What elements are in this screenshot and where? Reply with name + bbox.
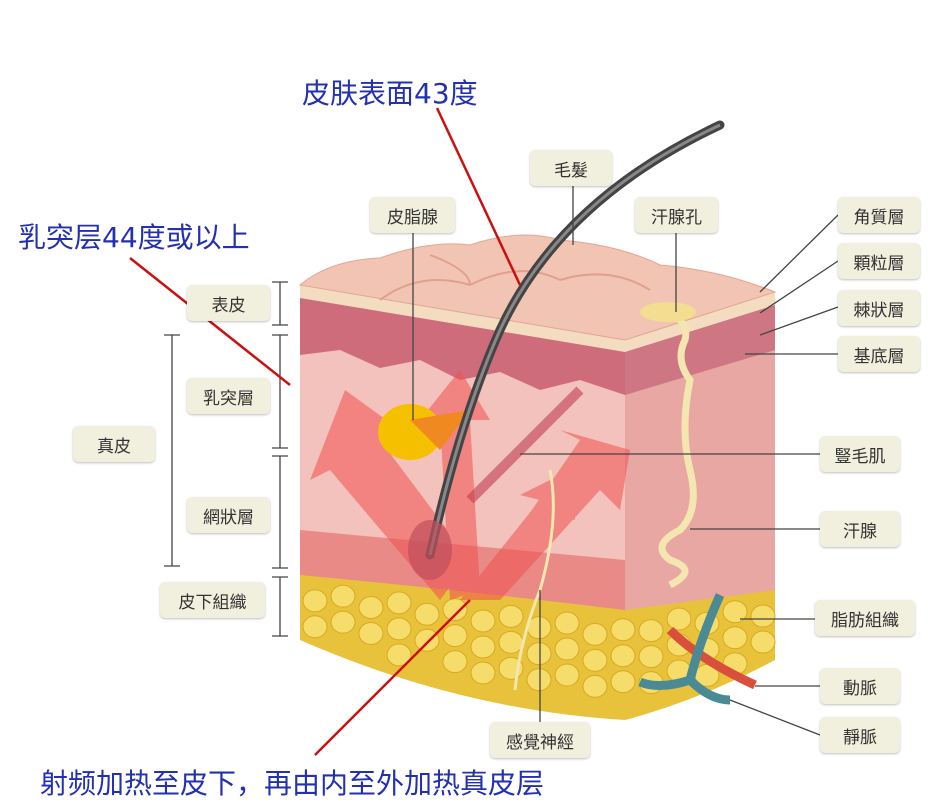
fat-cell [722, 626, 748, 650]
label-sensory-nerve: 感覺神經 [490, 722, 590, 758]
label-sweat-gland: 汗腺 [820, 511, 900, 547]
fat-cell [722, 600, 748, 624]
fat-cell [498, 630, 524, 654]
fat-cell [582, 622, 608, 646]
fat-cell [750, 604, 776, 628]
fat-cell [610, 644, 636, 668]
fat-cell [442, 598, 468, 622]
fat-cell [330, 584, 356, 608]
rf-heating-caption: 射频加热至皮下，再由内至外加热真皮层 [40, 767, 545, 800]
fat-cell [554, 611, 580, 635]
sweat-gland [658, 308, 697, 589]
fat-cell [638, 645, 664, 669]
fat-cell [330, 610, 356, 634]
fat-cell [386, 591, 412, 615]
fat-cell [526, 642, 552, 666]
fat-cell [582, 648, 608, 672]
fat-cell [414, 628, 440, 652]
fat-cell [358, 622, 384, 646]
fat-cell [638, 619, 664, 643]
fat-cell [358, 596, 384, 620]
surface-temperature-heading: 皮肤表面43度 [302, 77, 478, 110]
fat-cell [554, 637, 580, 661]
epidermis-front [300, 285, 625, 395]
fat-cell [302, 615, 328, 639]
label-hair: 毛髮 [530, 150, 612, 186]
fat-cell [498, 604, 524, 628]
fat-cell [414, 602, 440, 626]
label-adipose: 脂肪組織 [815, 600, 915, 636]
fat-cell [470, 609, 496, 633]
fat-cell [442, 624, 468, 648]
label-reticular-layer: 網狀層 [187, 497, 270, 533]
pointer-lines [129, 107, 522, 756]
label-stratum-basale: 基底層 [838, 336, 920, 372]
label-artery: 動脈 [820, 668, 900, 704]
fat-cell [386, 643, 412, 667]
vein [638, 593, 731, 705]
artery [666, 626, 757, 690]
fat-cell [750, 630, 776, 654]
label-stratum-spinosum: 棘狀層 [838, 290, 920, 326]
fat-cell [582, 674, 608, 698]
label-vein: 靜脈 [820, 717, 900, 753]
label-papillary-layer: 乳突層 [187, 378, 270, 414]
label-stratum-corneum: 角質層 [838, 197, 920, 233]
fat-cell [470, 635, 496, 659]
fat-cell [610, 670, 636, 694]
fat-cell [386, 617, 412, 641]
label-sweat-pore: 汗腺孔 [635, 197, 718, 233]
label-epidermis: 表皮 [187, 285, 270, 321]
label-arrector-pili: 豎毛肌 [820, 436, 900, 472]
label-dermis: 真皮 [73, 426, 155, 462]
fat-cell [666, 607, 692, 631]
label-subcutaneous: 皮下組織 [160, 582, 265, 618]
papillary-temperature-heading: 乳突层44度或以上 [18, 221, 250, 254]
fat-cell [610, 618, 636, 642]
fat-cell [554, 663, 580, 687]
fat-cell [470, 661, 496, 685]
fat-cell [302, 589, 328, 613]
fat-cell [442, 650, 468, 674]
fat-cell [526, 668, 552, 692]
label-stratum-granulosum: 顆粒層 [838, 243, 920, 279]
fat-cells [302, 584, 776, 698]
label-sebaceous-gland: 皮脂腺 [370, 197, 455, 233]
